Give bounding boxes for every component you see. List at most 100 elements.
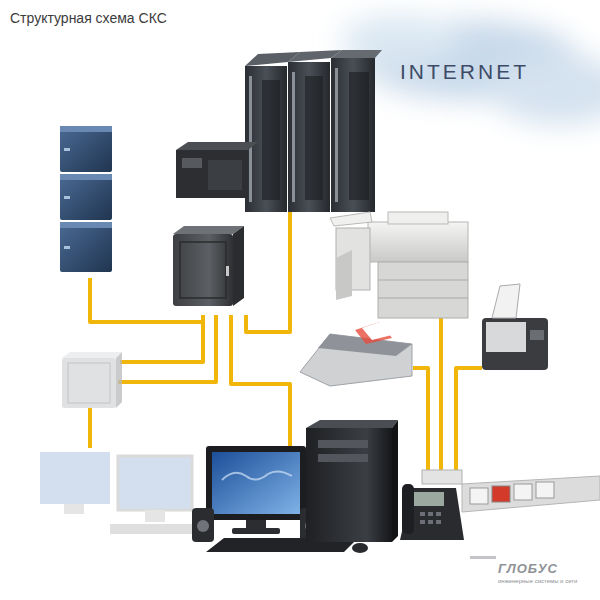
ups-unit-part xyxy=(176,142,258,150)
workstation-part xyxy=(392,420,398,542)
internet-label: INTERNET xyxy=(400,60,529,84)
ip-phone-part xyxy=(414,492,444,506)
pbx-stack-part xyxy=(64,246,70,249)
ip-phone-part xyxy=(420,512,441,524)
cable-lines-part xyxy=(118,315,216,382)
server-racks-part xyxy=(335,68,338,202)
ups-unit-part xyxy=(182,158,202,168)
pbx-stack-part xyxy=(60,174,112,180)
document-scanner-part xyxy=(486,322,526,352)
socket-strip-part xyxy=(422,470,462,484)
faded-workstations-part xyxy=(40,452,110,504)
ip-phone-part-part xyxy=(420,520,425,524)
cable-lines-part xyxy=(231,315,290,446)
server-racks-part xyxy=(331,58,375,212)
ip-phone-part-part xyxy=(436,512,441,516)
faded-workstations-part xyxy=(145,510,165,522)
server-racks-part xyxy=(349,72,369,200)
socket-strip-part xyxy=(514,484,532,500)
light-cabinet-part xyxy=(116,352,122,408)
wall-cabinet-part xyxy=(173,226,244,234)
pbx-stack-part xyxy=(64,148,70,151)
laser-printer-part xyxy=(368,222,468,262)
server-racks xyxy=(245,50,382,212)
workstation-part xyxy=(318,440,368,448)
cable-lines-part xyxy=(88,408,92,448)
server-racks-part xyxy=(305,76,323,200)
server-racks-part xyxy=(292,72,295,202)
server-racks-part xyxy=(331,50,382,58)
pbx-stack xyxy=(60,126,112,272)
pbx-stack-part xyxy=(60,126,112,132)
logo-mark xyxy=(470,556,496,559)
logo-mark-part xyxy=(470,556,496,559)
server-racks-part xyxy=(288,62,330,212)
server-racks-part xyxy=(249,76,252,202)
workstation-part xyxy=(352,543,368,553)
laser-printer-part xyxy=(378,280,468,281)
laser-printer-part xyxy=(336,250,352,300)
ups-unit-part xyxy=(176,150,248,198)
wall-cabinet-part xyxy=(226,266,229,276)
workstation-part xyxy=(192,508,214,542)
socket-strip-part xyxy=(470,488,488,504)
wall-cabinet-part xyxy=(180,242,226,298)
laser-printer-part xyxy=(378,262,468,318)
light-cabinet-part xyxy=(62,352,122,358)
logo-text: ГЛОБУС xyxy=(498,561,558,576)
ip-phone-part-part xyxy=(428,512,433,516)
laser-printer-part xyxy=(388,212,448,224)
flatbed-scanner xyxy=(300,320,412,386)
laser-printer-part xyxy=(378,298,468,299)
ip-phone-part-part xyxy=(428,520,433,524)
socket-strip-part xyxy=(492,486,510,502)
workstation-part xyxy=(318,454,368,462)
cable-lines-part xyxy=(246,210,290,332)
socket-strip-part xyxy=(462,476,600,512)
diagram-title: Структурная схема СКС xyxy=(10,10,167,26)
socket-strip-part xyxy=(536,482,554,498)
workstation-part xyxy=(206,446,306,520)
wall-cabinet-part xyxy=(173,234,233,306)
faded-workstations-part xyxy=(64,504,84,514)
workstation-part xyxy=(306,428,392,542)
document-scanner-part xyxy=(530,330,544,340)
server-racks-part xyxy=(245,66,287,212)
ip-phone-part-part xyxy=(436,520,441,524)
document-scanner-part xyxy=(482,318,548,370)
document-scanner-part xyxy=(492,284,520,318)
cable-lines xyxy=(90,210,482,470)
workstation xyxy=(192,420,398,553)
pbx-stack-part xyxy=(64,196,70,199)
document-scanner xyxy=(482,284,548,370)
wall-cabinet-part xyxy=(233,226,244,306)
laser-printer xyxy=(330,212,468,318)
workstation-part xyxy=(197,520,209,532)
wall-cabinet xyxy=(173,226,244,306)
server-racks-part xyxy=(262,80,280,200)
light-cabinet xyxy=(62,352,122,408)
faded-workstations-part xyxy=(118,456,192,510)
pbx-stack-part xyxy=(60,174,112,220)
pbx-stack-part xyxy=(60,222,112,272)
workstation-part xyxy=(306,420,398,428)
logo-subtitle: инженерные системы и сети xyxy=(498,578,577,584)
light-cabinet-part xyxy=(62,358,116,408)
flatbed-scanner-part xyxy=(362,320,396,340)
ups-unit-part xyxy=(208,160,242,190)
ip-phone-part-part xyxy=(420,512,425,516)
pbx-stack-part xyxy=(60,222,112,228)
pbx-stack-part xyxy=(60,126,112,172)
faded-workstations xyxy=(40,452,210,534)
cable-lines-part xyxy=(439,318,443,470)
ip-phone-part xyxy=(402,484,414,534)
cable-lines-part xyxy=(456,368,482,470)
ip-phone xyxy=(400,484,464,540)
flatbed-scanner-part xyxy=(300,334,412,386)
socket-strip xyxy=(422,470,600,512)
workstation-part xyxy=(222,471,292,480)
light-cabinet-part xyxy=(68,363,110,403)
laser-printer-part xyxy=(330,212,372,226)
